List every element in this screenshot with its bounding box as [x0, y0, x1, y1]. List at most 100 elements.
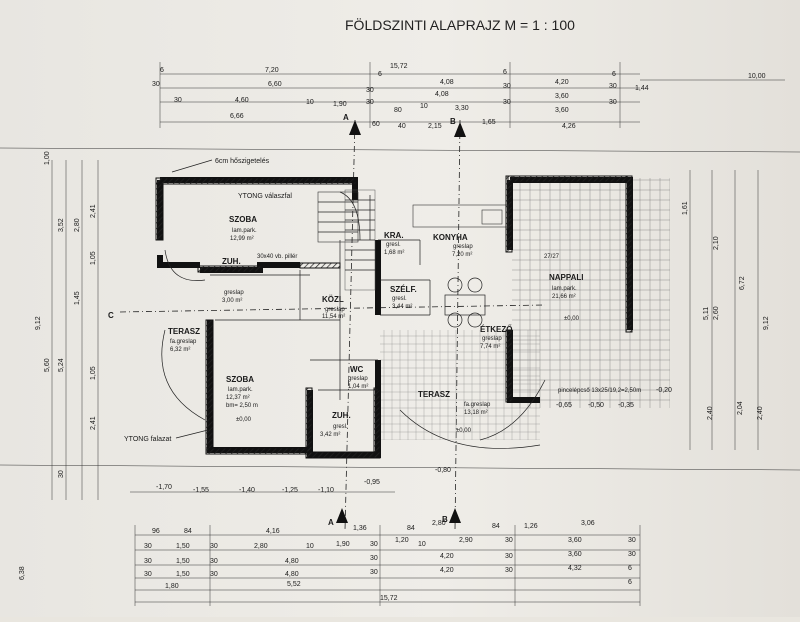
room-area: 7,74 m² — [480, 344, 500, 350]
room-name: SZOBA — [226, 375, 254, 384]
room-floor: greslap — [348, 376, 368, 382]
room-floor: fa.greslap — [464, 402, 491, 408]
dim-label: 3,52 — [58, 218, 65, 232]
level-mark: -0,35 — [618, 402, 634, 409]
dim-label: 6 — [612, 71, 616, 78]
zero-level-1: ±0,00 — [236, 417, 252, 423]
dim-label: 1,50 — [176, 543, 190, 550]
dim-label: 3,60 — [568, 537, 582, 544]
room-name: SZÉLF. — [390, 285, 417, 294]
level-mark: -0,50 — [588, 402, 604, 409]
level-mark: -1,55 — [193, 487, 209, 494]
dim-label: 30 — [144, 558, 152, 565]
dim-label: 2,90 — [459, 537, 473, 544]
dim-label: 30 — [505, 553, 513, 560]
right-dimensions: 1,61 2,10 2,60 5,11 6,72 9,12 2,40 2,04 … — [682, 170, 770, 450]
dim-label: 30 — [210, 543, 218, 550]
facade-note: YTONG falazat — [124, 436, 171, 443]
room-name: KÖZL — [322, 295, 344, 304]
dim-label: 1,90 — [333, 101, 347, 108]
left-dimensions: 1,00 3,52 2,80 2,41 1,05 9,12 1,45 5,24 … — [19, 151, 99, 580]
dim-label: 3,60 — [555, 93, 569, 100]
room-height: bm= 2,50 m — [226, 403, 258, 409]
dim-label: 30 — [144, 543, 152, 550]
dim-label: 6,72 — [739, 276, 746, 290]
dim-label: 6 — [628, 579, 632, 586]
room-name: KONYHA — [433, 233, 468, 242]
dim-label: 2,40 — [707, 406, 714, 420]
dim-label: 10 — [306, 543, 314, 550]
dining-table — [444, 277, 486, 328]
level-mark: -1,10 — [318, 487, 334, 494]
dim-label: 6 — [628, 565, 632, 572]
room-area: 11,54 m² — [322, 314, 345, 320]
room-name: KRA. — [384, 231, 404, 240]
stair-note: pincelépcső 13x25/19,2=2,50m — [558, 388, 641, 394]
room-area: 1,68 m² — [384, 250, 404, 256]
dim-label: 4,26 — [562, 123, 576, 130]
dim-label: 96 — [152, 528, 160, 535]
insulation-note: 6cm hőszigetelés — [215, 158, 270, 165]
room-area: 13,18 m² — [464, 410, 488, 416]
dim-label: 2,10 — [713, 236, 720, 250]
dim-label: 3,30 — [455, 105, 469, 112]
dim-label: 30 — [144, 571, 152, 578]
dim-label: 4,08 — [440, 79, 454, 86]
plan-title: FÖLDSZINTI ALAPRAJZ M = 1 : 100 — [345, 16, 575, 33]
dim-label: 5,52 — [287, 581, 301, 588]
partition-note: YTONG válaszfal — [238, 193, 292, 200]
dim-label: 30 — [366, 87, 374, 94]
dim-label: 30 — [505, 567, 513, 574]
room-labels: SZOBA lam.park. 12,99 m² ZUH. greslap 3,… — [168, 215, 584, 438]
dim-label: 1,65 — [482, 119, 496, 126]
dim-label: 6,66 — [230, 113, 244, 120]
section-marker-b-top: B — [450, 117, 456, 126]
dim-label: 30 — [370, 555, 378, 562]
section-marker-b-bottom: B — [442, 515, 448, 524]
dim-label: 60 — [372, 121, 380, 128]
dim-label: 30 — [628, 537, 636, 544]
dim-label: 2,40 — [757, 406, 764, 420]
room-floor: lam.park. — [232, 228, 257, 234]
room-area: 12,37 m² — [226, 395, 250, 401]
room-floor: greslap — [325, 307, 345, 313]
room-area: 3,44 m² — [392, 304, 412, 310]
room-floor: fa.greslap — [170, 339, 197, 345]
level-marks: -1,70 -1,55 -1,40 -1,25 -1,10 -0,95 -0,8… — [130, 387, 672, 494]
dim-top-total: 15,72 — [390, 63, 408, 70]
dim-label: 1,80 — [165, 583, 179, 590]
dim-label: 30 — [503, 83, 511, 90]
room-floor: greslap — [453, 244, 473, 250]
room-name: NAPPALI — [549, 273, 584, 282]
level-mark: -0,65 — [556, 402, 572, 409]
dim-label: 4,80 — [285, 558, 299, 565]
dim-label: 30 — [628, 551, 636, 558]
dim-label: 5,60 — [44, 358, 51, 372]
dim-label: 4,60 — [235, 97, 249, 104]
dim-label: 2,80 — [74, 218, 81, 232]
dim-label: 4,20 — [440, 567, 454, 574]
room-name: ÉTKEZŐ — [480, 325, 512, 334]
dim-label: 30 — [210, 558, 218, 565]
dim-label: 1,05 — [90, 366, 97, 380]
dim-label: 7,20 — [265, 67, 279, 74]
room-name: TERASZ — [168, 327, 200, 336]
dim-label: 4,16 — [266, 528, 280, 535]
interior-walls — [210, 195, 509, 400]
bottom-dimensions: 96 84 4,16 1,36 84 2,80 84 1,26 3,06 30 … — [134, 520, 641, 606]
room-name: SZOBA — [229, 215, 257, 224]
dim-label: 3,06 — [581, 520, 595, 527]
terrace-outlines — [161, 249, 546, 449]
dim-label: 30 — [174, 97, 182, 104]
section-marker-c: C — [108, 311, 114, 320]
room-name: WC — [350, 365, 364, 374]
room-name: ZUH. — [222, 257, 241, 266]
dim-label: 84 — [492, 523, 500, 530]
dim-label: 4,08 — [435, 91, 449, 98]
level-mark: -1,25 — [282, 487, 298, 494]
room-floor: lam.park. — [228, 387, 253, 393]
dim-label: 4,20 — [555, 79, 569, 86]
dim-label: 2,80 — [254, 543, 268, 550]
